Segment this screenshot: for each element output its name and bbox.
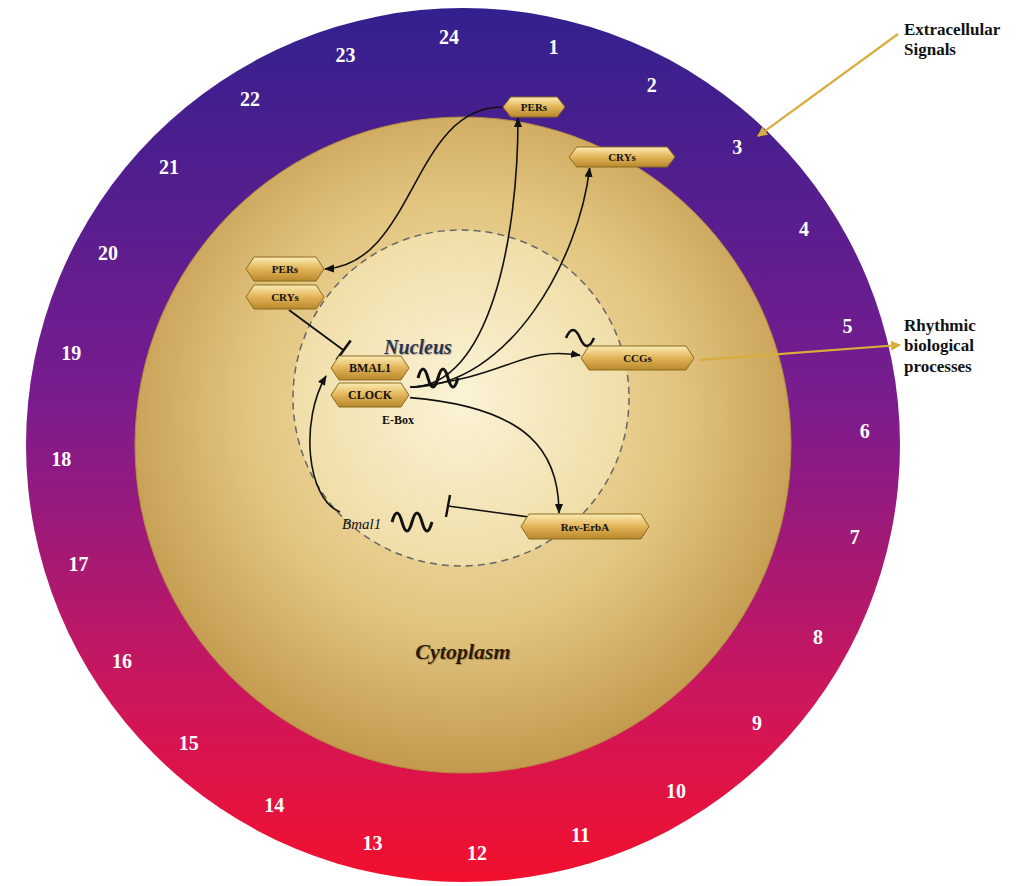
protein-box: CRYs <box>245 284 325 310</box>
hour-number: 5 <box>842 314 852 337</box>
hour-number: 14 <box>264 794 284 817</box>
signal-arrow <box>758 34 898 136</box>
protein-name: Rev-ErbA <box>561 521 609 533</box>
input-label: Extracellular Signals <box>904 20 1012 61</box>
compartment-name: Cytoplasm <box>415 639 510 665</box>
hour-number: 21 <box>159 155 179 178</box>
protein-box: BMAL1 <box>330 355 410 381</box>
hour-number: 12 <box>467 841 487 864</box>
protein-box: CLOCK <box>330 382 410 408</box>
hour-number: 6 <box>860 419 870 442</box>
hour-number: 24 <box>439 26 459 49</box>
cytoplasm-circle: CytoplasmNucleusBMAL1CLOCKPERsCRYsPERsCR… <box>133 115 793 775</box>
hour-number: 13 <box>363 831 383 854</box>
protein-name: PERs <box>521 101 547 113</box>
compartment-name: Nucleus <box>384 336 452 359</box>
hour-number: 3 <box>732 135 742 158</box>
hour-number: 2 <box>647 73 657 96</box>
hour-number: 20 <box>98 242 118 265</box>
protein-name: CRYs <box>271 291 299 303</box>
hour-number: 22 <box>240 87 260 110</box>
protein-box: CCGs <box>580 345 695 371</box>
cell-outline <box>133 115 793 775</box>
output-label: Rhythmic biological processes <box>904 316 1012 377</box>
protein-name: CLOCK <box>348 388 392 403</box>
hour-number: 10 <box>666 780 686 803</box>
protein-name: CRYs <box>608 151 636 163</box>
hour-number: 1 <box>548 36 558 59</box>
protein-box: CRYs <box>568 146 676 168</box>
hour-number: 15 <box>179 732 199 755</box>
gene-label: Bmal1 <box>342 516 381 533</box>
protein-name: PERs <box>272 263 298 275</box>
hour-number: 19 <box>61 342 81 365</box>
hour-number: 9 <box>752 712 762 735</box>
protein-box: Rev-ErbA <box>520 513 650 540</box>
clock-face <box>26 8 900 882</box>
hour-number: 17 <box>69 553 89 576</box>
hour-number: 23 <box>335 43 355 66</box>
hour-number: 4 <box>799 217 809 240</box>
protein-box: PERs <box>502 96 566 118</box>
hour-number: 7 <box>850 525 860 548</box>
protein-name: BMAL1 <box>349 361 391 376</box>
hour-number: 16 <box>112 650 132 673</box>
hour-number: 18 <box>51 448 71 471</box>
hour-number: 8 <box>813 625 823 648</box>
protein-box: PERs <box>245 256 325 282</box>
element-label: E-Box <box>382 413 414 428</box>
protein-name: CCGs <box>623 352 652 364</box>
hour-number: 11 <box>571 824 590 847</box>
